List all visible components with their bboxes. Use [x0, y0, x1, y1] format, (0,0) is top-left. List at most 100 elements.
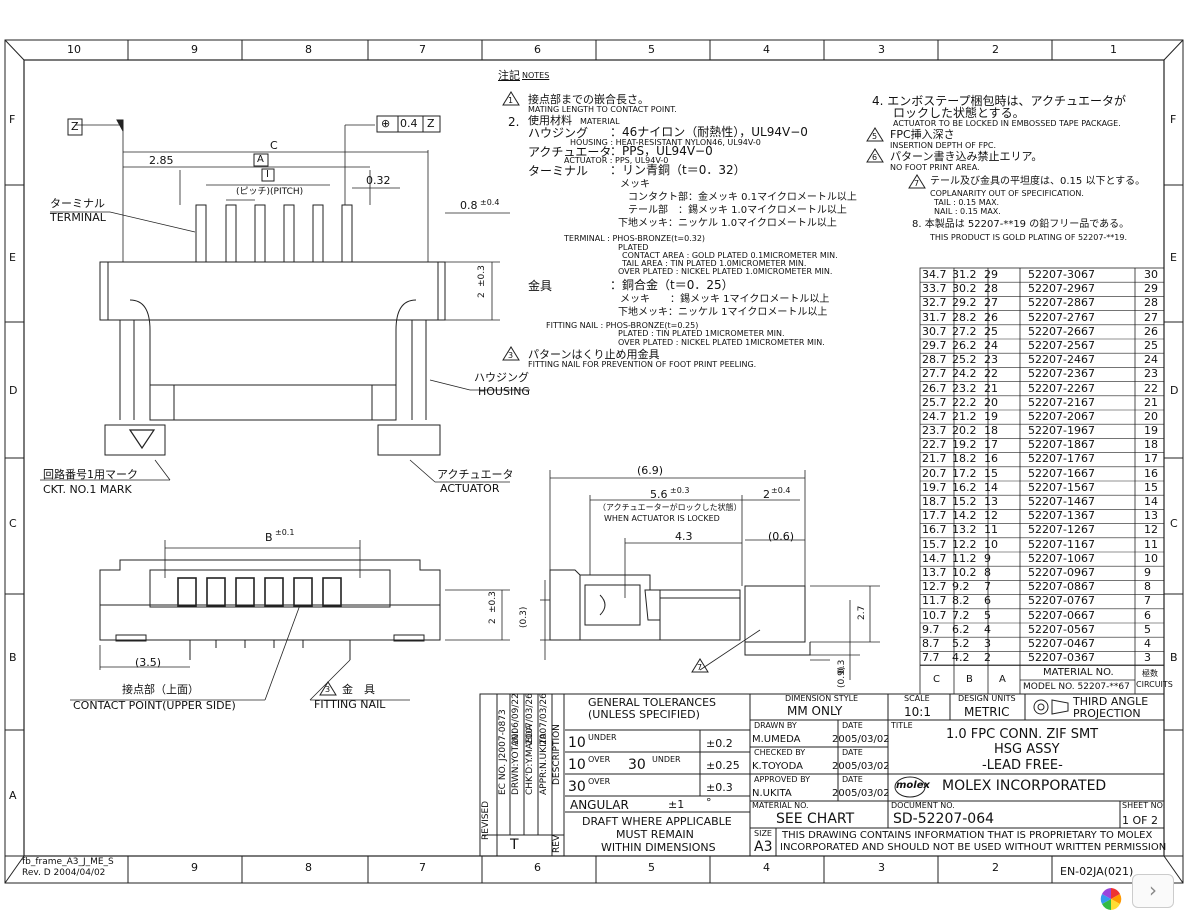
table-model-no: MODEL NO. 52207-**67	[1023, 682, 1130, 692]
table-col-b: B	[966, 674, 973, 685]
tol-2-b: OVER	[588, 755, 611, 764]
table-cell: 8	[984, 565, 991, 579]
col-1: 1	[1110, 43, 1117, 56]
date-1: 2005/03/02	[832, 734, 890, 745]
note1-jp: 接点部までの嵌合長さ。	[528, 93, 649, 106]
table-cell: 14	[984, 480, 998, 494]
table-cell: 5	[1144, 622, 1151, 636]
table-cell: 52207-0867	[1028, 580, 1095, 594]
table-cell: 25.7	[922, 395, 947, 409]
table-material-no: MATERIAL NO.	[1043, 667, 1114, 678]
row-c: C	[9, 517, 17, 530]
rev-date-3: 2007/03/26	[539, 693, 549, 745]
table-cell: 52207-1967	[1028, 424, 1095, 438]
tol-2-a: 10	[568, 757, 586, 773]
actuator-en: ACTUATOR : PPS, UL94V-0	[564, 156, 669, 165]
note1-marker: 1	[508, 96, 514, 105]
housing-label-jp-callout: ハウジング	[474, 371, 529, 384]
fitting-nail-en: FITTING NAIL	[314, 698, 386, 711]
table-cell: 24.2	[952, 367, 977, 381]
table-cell: 6.2	[952, 622, 970, 636]
table-cell: 52207-2967	[1028, 282, 1095, 296]
table-cell: 24	[1144, 353, 1158, 367]
table-cell: 9.2	[952, 580, 970, 594]
table-cell: 21.7	[922, 452, 947, 466]
frame-id: fb_frame_A3_J_ME_S	[22, 857, 114, 867]
dim-2-side-tol: ±0.4	[771, 486, 791, 495]
date-2: 2005/03/02	[832, 761, 890, 772]
table-cell: 10	[984, 537, 998, 551]
table-cell: 19.2	[952, 438, 977, 452]
pinwheel-logo-icon	[1100, 888, 1122, 910]
date-3: 2005/03/02	[832, 788, 890, 799]
table-cell: 13.2	[952, 523, 977, 537]
table-cell: 31.7	[922, 310, 947, 324]
col-7: 7	[419, 43, 426, 56]
dim-style: MM ONLY	[787, 704, 843, 718]
table-cell: 30	[1144, 268, 1158, 281]
table-cell: 28.2	[952, 310, 977, 324]
table-cell: 5	[984, 608, 991, 622]
rev-revised: REVISED	[481, 800, 491, 840]
next-page-button[interactable]: ›	[1132, 874, 1174, 908]
dim-b: B	[265, 531, 273, 544]
contact-point-jp: 接点部（上面）	[122, 683, 199, 696]
dim-0-6: (0.6)	[768, 530, 795, 543]
fitting-plating-jp: メッキ ：錫メッキ 1マイクロメートル以上	[620, 294, 830, 305]
table-cell: 13	[1144, 509, 1158, 523]
ckt-mark-en: CKT. NO.1 MARK	[43, 483, 132, 496]
table-cell: 16	[1144, 466, 1158, 480]
table-cell: 52207-2067	[1028, 409, 1095, 423]
dim-2-height-bottom-tol: ±0.3	[488, 591, 498, 613]
table-cell: 7	[1144, 594, 1151, 608]
table-cell: 11	[984, 523, 998, 537]
row-d: D	[9, 384, 18, 397]
table-cell: 8.7	[922, 636, 940, 650]
date-label-3: DATE	[842, 775, 863, 784]
table-cell: 10.7	[922, 608, 947, 622]
contact-point-en: CONTACT POINT(UPPER SIDE)	[73, 699, 236, 712]
drawn-by: M.UMEDA	[752, 734, 801, 745]
dim-0-9: (0.9)	[837, 666, 847, 688]
table-cell: 26.7	[922, 381, 947, 395]
col-3-bottom: 3	[878, 861, 885, 874]
proprietary-1: THIS DRAWING CONTAINS INFORMATION THAT I…	[782, 830, 1153, 841]
row-e: E	[9, 251, 16, 264]
note5-marker: 5	[872, 132, 878, 141]
dim-5-6-tol: ±0.3	[670, 486, 690, 495]
table-cell: 52207-2667	[1028, 324, 1095, 338]
table-cell: 20.2	[952, 424, 977, 438]
tol-1-value: ±0.2	[706, 737, 733, 750]
scale-value: 10:1	[904, 705, 931, 719]
terminal-label-jp-callout: ターミナル	[50, 197, 105, 210]
table-cell: 16.7	[922, 523, 947, 537]
title-label: TITLE	[891, 721, 913, 730]
tol-2-d: UNDER	[652, 755, 681, 764]
note4-jp: 4. エンボステープ梱包時は、アクチュエータが	[872, 94, 1126, 108]
table-cell: 4	[1144, 636, 1151, 650]
note7-en-3: NAIL : 0.15 MAX.	[934, 207, 1001, 216]
table-cell: 23	[1144, 367, 1158, 381]
col-8-bottom: 8	[305, 861, 312, 874]
document-number: SD-52207-064	[893, 811, 995, 827]
table-cell: 12.2	[952, 537, 977, 551]
tol-3-a: 30	[568, 779, 586, 795]
scale-label: SCALE	[904, 694, 930, 703]
table-cell: 4.2	[952, 651, 970, 665]
table-cell: 11.7	[922, 594, 947, 608]
title-line-3: -LEAD FREE-	[982, 758, 1063, 773]
table-cell: 24	[984, 338, 998, 352]
table-cell: 29	[1144, 282, 1158, 296]
checked-by-label: CHECKED BY	[754, 748, 806, 757]
col-4-bottom: 4	[763, 861, 770, 874]
